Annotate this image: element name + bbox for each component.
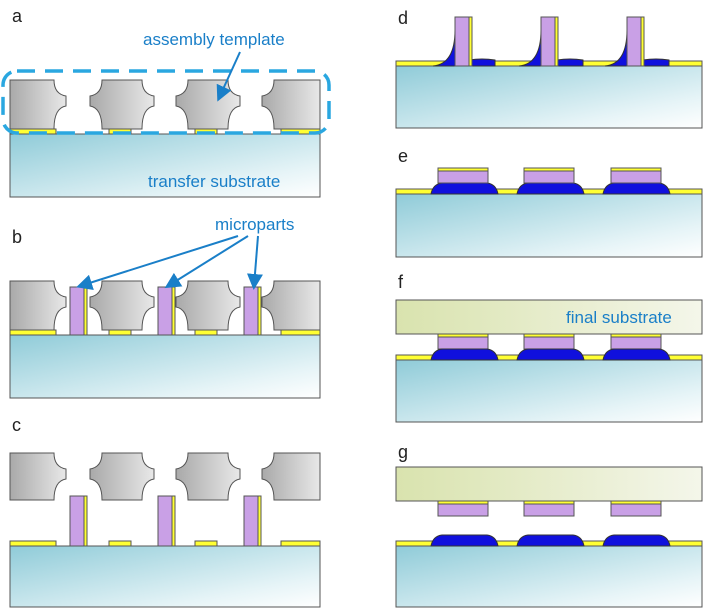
gold-pads [9,128,321,135]
solder-pads [430,348,671,361]
solder-fillets [432,29,670,67]
arrow-assembly-template [216,51,241,102]
solder-pads [430,182,671,195]
assembly-template-blocks [9,79,321,130]
label-transfer-substrate: transfer substrate [148,172,280,191]
panel-c: c [9,415,321,608]
panel-g: g [395,442,703,608]
panel-letter-b: b [12,227,22,247]
label-final-substrate: final substrate [566,308,672,327]
panel-b: b microparts [9,215,321,399]
final-substrate [395,466,703,502]
transfer-substrate [395,65,703,129]
panel-a: a assembly template transfer substrate [1,6,331,198]
final-substrate [395,299,703,335]
template-dashed-outline [1,69,331,135]
microparts-flat [437,500,662,517]
arrows-microparts [76,235,263,291]
panel-letter-e: e [398,146,408,166]
panel-d: d [395,8,703,129]
solder-pads [430,534,671,547]
panel-letter-f: f [398,272,404,292]
transfer-substrate [9,545,321,608]
transfer-substrate [395,545,703,608]
panel-e: e [395,146,703,258]
assembly-template-blocks [9,280,321,331]
gold-pads [9,540,321,547]
assembly-template-blocks-lifted [9,452,321,501]
panel-f: f final substrate [395,272,703,423]
transfer-substrate [9,133,321,198]
label-microparts: microparts [215,215,294,234]
panel-letter-g: g [398,442,408,462]
transfer-substrate [395,359,703,423]
panel-letter-c: c [12,415,21,435]
microparts [69,495,262,547]
panel-letter-d: d [398,8,408,28]
microparts [69,286,262,336]
microparts-flat [437,167,662,184]
label-assembly-template: assembly template [143,30,285,49]
transfer-substrate [395,193,703,258]
transfer-substrate [9,334,321,399]
microparts [454,16,645,67]
panel-letter-a: a [12,6,23,26]
microparts-flat [437,333,662,350]
